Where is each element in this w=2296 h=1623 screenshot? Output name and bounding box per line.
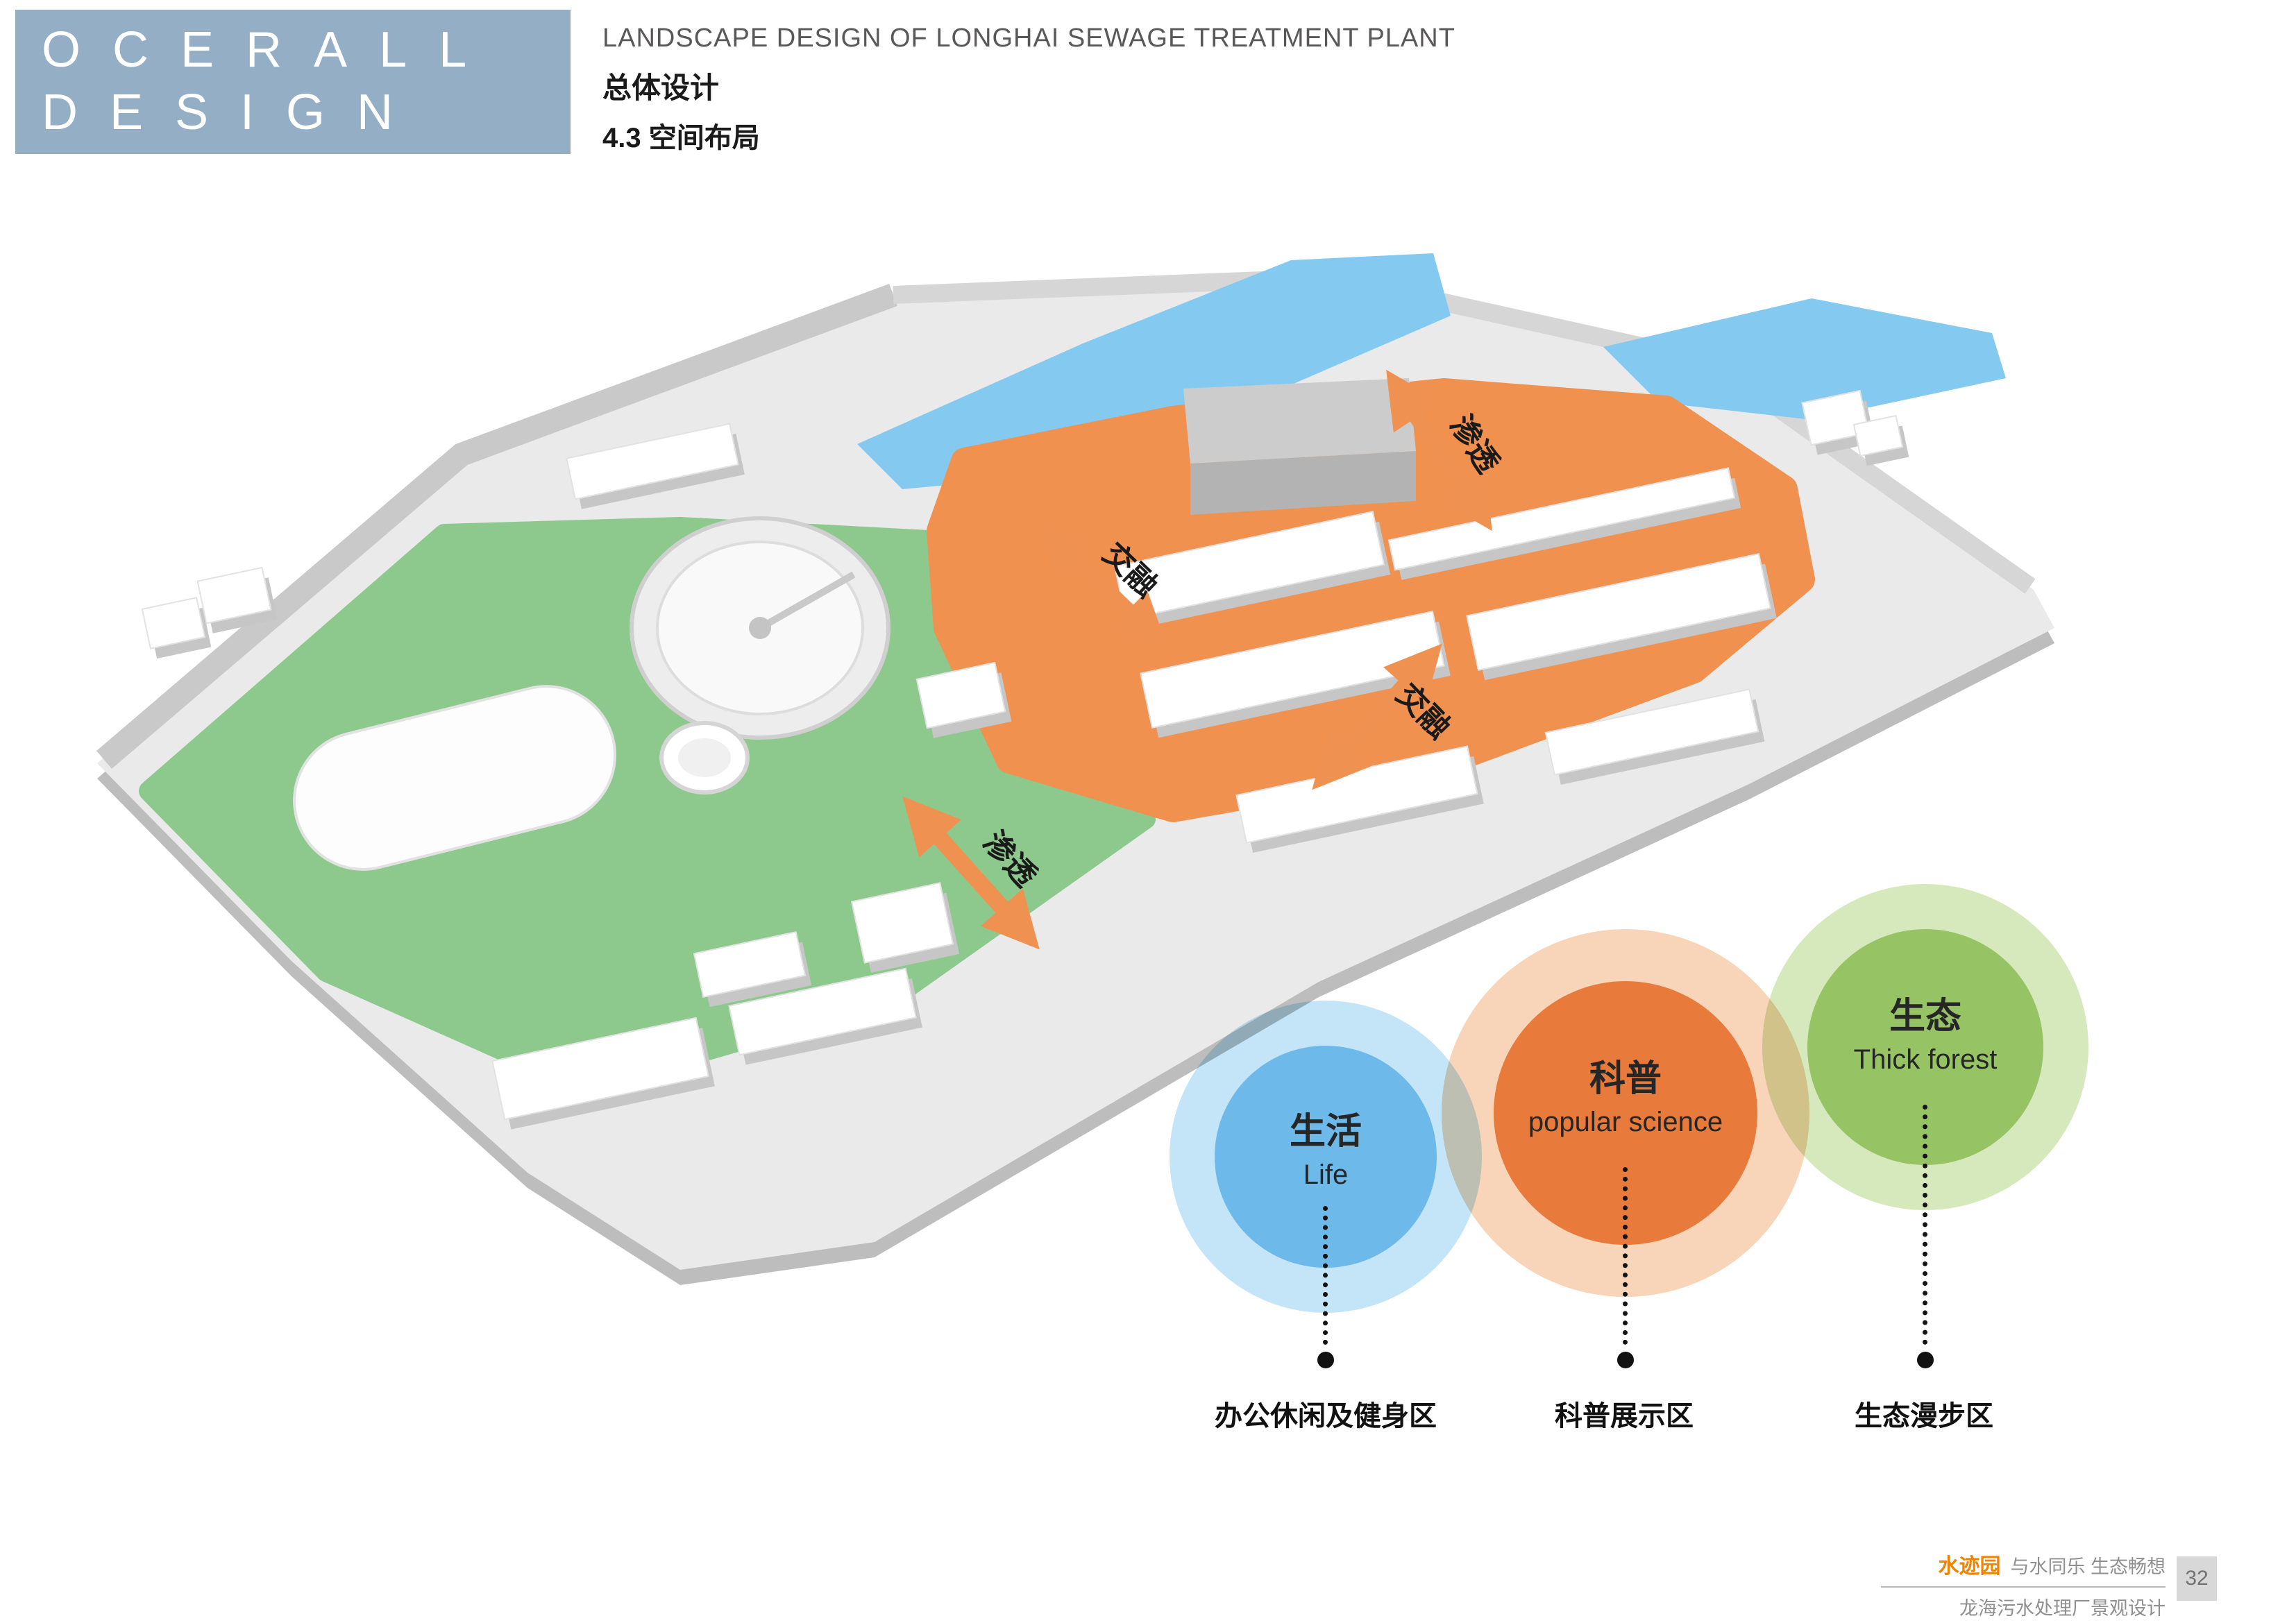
life-zone-title-cn: 生活 bbox=[1289, 1112, 1362, 1152]
page-title-en: LANDSCAPE DESIGN OF LONGHAI SEWAGE TREAT… bbox=[602, 24, 1455, 53]
footer-line-1: 水迹园与水同乐 生态畅想 bbox=[1749, 1549, 2166, 1579]
pergola-structure bbox=[915, 661, 1012, 738]
life-area-label: 办公休闲及健身区 bbox=[1215, 1401, 1437, 1431]
building bbox=[1852, 414, 1909, 466]
ecology-zone-leader-dot bbox=[1917, 1352, 1934, 1368]
water-area-2 bbox=[1603, 298, 2006, 420]
perimeter-road-north bbox=[893, 268, 2036, 594]
perimeter-road-west bbox=[96, 284, 897, 769]
building bbox=[1387, 467, 1741, 580]
building bbox=[693, 931, 812, 1008]
section-label: 4.3 空间布局 bbox=[602, 123, 760, 153]
logo-line-1: OCERALL bbox=[42, 22, 499, 78]
ecology-zone-title-cn: 生态 bbox=[1889, 996, 1961, 1037]
page-title-cn: 总体设计 bbox=[602, 71, 720, 104]
ecology-zone-title-en: Thick forest bbox=[1853, 1044, 1998, 1075]
ecology-area-label: 生态漫步区 bbox=[1855, 1401, 1993, 1431]
life-zone-text: 生活 Life bbox=[1187, 1102, 1464, 1191]
logo-block: OCERALL DESIGN bbox=[15, 10, 571, 154]
logo-line-2: DESIGN bbox=[42, 85, 425, 140]
science-zone-title-cn: 科普 bbox=[1589, 1059, 1662, 1099]
page-number-badge: 32 bbox=[2177, 1556, 2217, 1601]
footer-brand: 水迹园 bbox=[1938, 1555, 2001, 1578]
footer-subtitle: 龙海污水处理厂景观设计 bbox=[1959, 1598, 2166, 1619]
header-titles: LANDSCAPE DESIGN OF LONGHAI SEWAGE TREAT… bbox=[602, 24, 1455, 155]
footer-slogan: 与水同乐 生态畅想 bbox=[2010, 1556, 2166, 1577]
clarifier-tank bbox=[630, 516, 890, 740]
footer: 水迹园与水同乐 生态畅想 龙海污水处理厂景观设计 bbox=[1749, 1549, 2166, 1620]
life-zone-leader-line bbox=[1323, 1206, 1328, 1345]
main-plant-building bbox=[1183, 378, 1416, 515]
life-zone-leader-dot bbox=[1317, 1352, 1334, 1368]
science-zone-title-en: popular science bbox=[1528, 1107, 1723, 1137]
science-zone-leader-line bbox=[1623, 1167, 1628, 1345]
building bbox=[491, 1017, 715, 1130]
building bbox=[1466, 552, 1777, 681]
science-area-label: 科普展示区 bbox=[1555, 1401, 1694, 1431]
footer-divider bbox=[1881, 1586, 2166, 1588]
oxidation-pond bbox=[293, 685, 616, 871]
building bbox=[728, 967, 922, 1065]
building bbox=[1544, 688, 1765, 785]
ecology-zone-text: 生态 Thick forest bbox=[1752, 987, 2099, 1076]
science-zone-leader-dot bbox=[1617, 1352, 1634, 1368]
ecology-zone-leader-line bbox=[1923, 1105, 1927, 1345]
building bbox=[141, 597, 212, 659]
life-zone-title-en: Life bbox=[1303, 1159, 1349, 1190]
building bbox=[566, 423, 745, 509]
water-area-1 bbox=[857, 253, 1451, 489]
small-tank bbox=[659, 721, 750, 794]
page-number: 32 bbox=[2185, 1567, 2209, 1590]
science-zone-text: 科普 popular science bbox=[1452, 1049, 1799, 1138]
building bbox=[196, 566, 278, 634]
